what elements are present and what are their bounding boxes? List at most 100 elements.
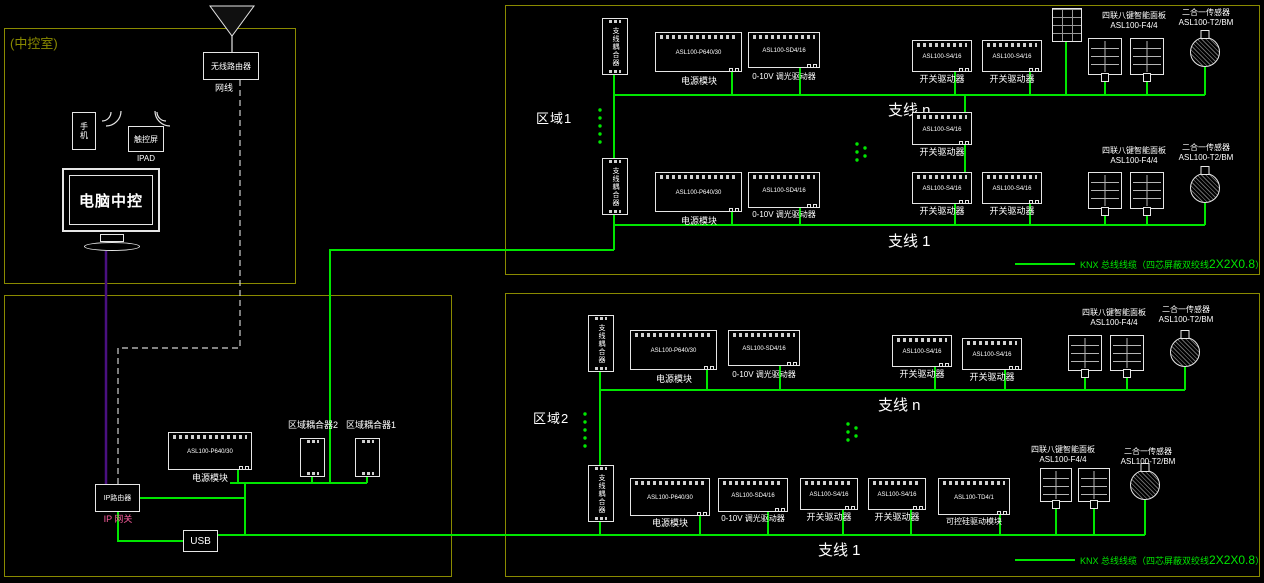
- usb-device: USB: [183, 530, 218, 552]
- area-coupler1-device: [355, 438, 380, 477]
- terminal-strip: [917, 43, 967, 47]
- switch-driver-label: 开关驱动器: [919, 206, 965, 216]
- control-room-frame: [4, 28, 296, 284]
- area2-frame: [505, 293, 1260, 577]
- smart-panel-title: 四联八键智能面板: [1102, 146, 1166, 155]
- area2-label: 区域2: [533, 411, 570, 426]
- area-coupler2-label: 区域耦合器2: [287, 420, 338, 430]
- branch-coupler-label: 支线耦合器: [598, 323, 605, 364]
- smart-panel-device: [1088, 38, 1122, 75]
- network-cable-label: 网线: [214, 83, 233, 93]
- smart-panel-device: [1110, 335, 1144, 371]
- terminal-strip: [173, 435, 247, 439]
- sensor-title: 二合一传感器: [1162, 305, 1210, 314]
- device-model: ASL100-SD4/16: [731, 493, 775, 500]
- knx-label-text: KNX 总线线缆（四芯屏蔽双绞线: [1080, 260, 1210, 270]
- control-room-title: (中控室): [10, 36, 58, 51]
- smart-panel-title: 四联八键智能面板: [1102, 11, 1166, 20]
- smart-panel-device: [1078, 468, 1110, 502]
- power-supply-device: ASL100-P640/30: [655, 32, 742, 72]
- smart-panel-model: ASL100-F4/4: [1110, 156, 1158, 165]
- dimmer-driver-label: 0-10V 调光驱动器: [752, 210, 816, 219]
- bus-connector: [959, 68, 969, 72]
- device-model: ASL100-S4/16: [902, 349, 942, 356]
- bus-connector: [704, 366, 714, 370]
- smart-panel-model: ASL100-F4/4: [1039, 455, 1087, 464]
- area-coupler2-device: [300, 438, 325, 477]
- dimmer-driver-device: ASL100-SD4/16: [718, 478, 788, 512]
- smart-panel-title: 四联八键智能面板: [1031, 445, 1095, 454]
- device-model: ASL100-SD4/16: [762, 188, 806, 195]
- two-in-one-sensor: [1190, 173, 1220, 203]
- dimmer-driver-device: ASL100-SD4/16: [748, 172, 820, 208]
- dimmer-driver-label: 0-10V 调光驱动器: [732, 370, 796, 379]
- bus-connector: [997, 511, 1007, 515]
- bus-connector: [1009, 366, 1019, 370]
- switch-driver-device: ASL100-S4/16: [800, 478, 858, 510]
- bus-connector: [239, 466, 249, 470]
- dimmer-driver-label: 0-10V 调光驱动器: [721, 514, 785, 523]
- antenna-icon: [209, 5, 255, 52]
- sensor-model: ASL100-T2/BM: [1178, 153, 1234, 162]
- knx-label-close: ）: [1255, 556, 1264, 566]
- area1-frame: [505, 5, 1260, 275]
- bus-connector: [913, 506, 923, 510]
- phone-label: 手机: [79, 122, 89, 140]
- terminal-strip: [723, 481, 783, 485]
- terminal-strip: [967, 341, 1017, 345]
- device-model: ASL100-S4/16: [922, 126, 962, 133]
- smart-panel-model: ASL100-F4/4: [1110, 21, 1158, 30]
- sensor-model: ASL100-T2/BM: [1120, 457, 1176, 466]
- terminal-strip: [917, 115, 967, 119]
- knx-label-text: KNX 总线线缆（四芯屏蔽双绞线: [1080, 556, 1210, 566]
- bus-connector: [697, 512, 707, 516]
- area1-label: 区域1: [536, 111, 573, 126]
- terminal-strip: [753, 175, 815, 179]
- switch-driver-label: 开关驱动器: [919, 147, 965, 157]
- terminal-strip: [635, 481, 705, 485]
- terminal-strip: [917, 175, 967, 179]
- knx-bus-label: KNX 总线线缆（四芯屏蔽双绞线2X2X0.8）: [1080, 257, 1264, 271]
- smart-panel-model: ASL100-F4/4: [1090, 318, 1138, 327]
- device-model: ASL100-S4/16: [972, 352, 1012, 359]
- branch-1-label: 支线 1: [888, 233, 931, 250]
- terminal-strip: [660, 35, 737, 39]
- branch-coupler-device: 支线耦合器: [602, 18, 628, 75]
- knx-drop-wires: [117, 42, 1206, 542]
- terminal-strip: [753, 35, 815, 39]
- wireless-router: 无线路由器: [203, 52, 259, 80]
- device-model: ASL100-S4/16: [992, 186, 1032, 193]
- switch-driver-label: 开关驱动器: [806, 512, 852, 522]
- knx-bus-label: KNX 总线线缆（四芯屏蔽双绞线2X2X0.8）: [1080, 553, 1264, 567]
- area-coupler1-label: 区域耦合器1: [345, 420, 396, 430]
- device-model: ASL100-S4/16: [809, 492, 849, 499]
- switch-driver-label: 开关驱动器: [919, 74, 965, 84]
- bus-connector: [807, 204, 817, 208]
- branch-coupler-device: 支线耦合器: [602, 158, 628, 215]
- bus-connector: [939, 363, 949, 367]
- branch-coupler-device: 支线耦合器: [588, 465, 614, 522]
- pc-monitor: 电脑中控: [62, 168, 160, 232]
- switch-driver-label: 开关驱动器: [969, 372, 1015, 382]
- branch-coupler-label: 支线耦合器: [612, 26, 619, 67]
- smart-panel-device: [1088, 172, 1122, 209]
- switch-driver-device: ASL100-S4/16: [982, 172, 1042, 204]
- touchscreen-device: 触控屏: [128, 126, 164, 152]
- thyristor-driver-label: 可控硅驱动模块: [946, 517, 1002, 526]
- smart-panel-device: [1040, 468, 1072, 502]
- bus-connector: [729, 208, 739, 212]
- smart-panel-device: [1068, 335, 1102, 371]
- bus-connector: [959, 200, 969, 204]
- ip-gateway-label: IP 网关: [103, 514, 133, 524]
- sensor-model: ASL100-T2/BM: [1178, 18, 1234, 27]
- phone-device: 手机: [72, 112, 96, 150]
- switch-driver-device: ASL100-S4/16: [912, 40, 972, 72]
- device-model: ASL100-P640/30: [647, 495, 693, 502]
- terminal-strip: [805, 481, 853, 485]
- sensor-title: 二合一传感器: [1182, 143, 1230, 152]
- switch-driver-device: ASL100-S4/16: [868, 478, 926, 510]
- ip-router-device: IP路由器: [95, 484, 140, 512]
- device-model: ASL100-SD4/16: [762, 48, 806, 55]
- thyristor-driver-device: ASL100-TD4/1: [938, 478, 1010, 515]
- monitor-base: [84, 242, 140, 251]
